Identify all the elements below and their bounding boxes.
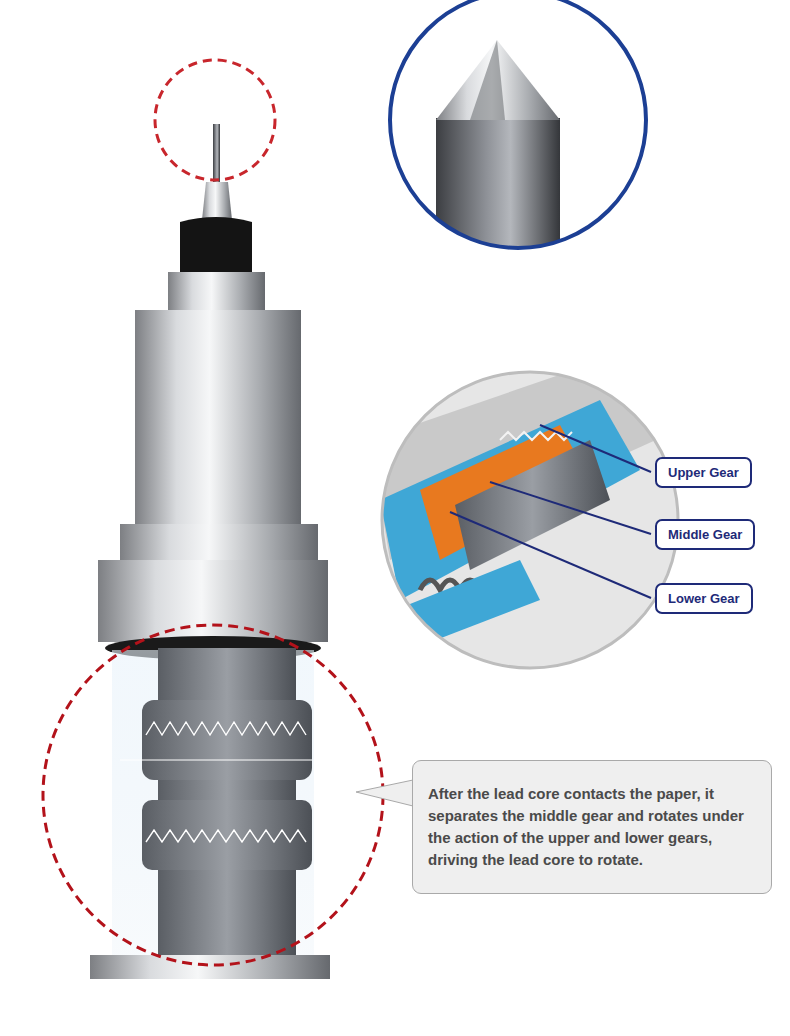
leader-line — [450, 512, 651, 598]
gear-cylinder — [455, 440, 610, 570]
sleeve — [202, 182, 232, 220]
part-name: Middle Gear — [668, 527, 742, 542]
part-name: Upper Gear — [668, 465, 739, 480]
body-section — [120, 524, 318, 562]
gear-sleeve — [142, 700, 312, 780]
gear-label-box: Middle Gear — [655, 519, 755, 550]
upper-gear-teeth — [146, 722, 306, 735]
gear-inset — [370, 330, 700, 668]
leader-line — [540, 425, 651, 472]
lead — [213, 124, 220, 182]
lead-cone — [436, 40, 560, 120]
lower-gear-teeth — [146, 830, 306, 842]
bubble-tail — [356, 780, 413, 806]
tip-inset — [390, 0, 646, 258]
highlight-circle — [155, 60, 275, 180]
inset-border — [390, 0, 646, 248]
inset-border — [382, 372, 678, 668]
base-plate — [90, 955, 330, 979]
gear-sleeve — [142, 800, 312, 870]
gear-label-box: Upper Gear — [655, 457, 752, 488]
body-section — [135, 310, 301, 526]
lead-magnified — [436, 118, 560, 258]
leader-lines — [450, 425, 651, 598]
lead-shade — [470, 40, 505, 120]
gear-line — [120, 760, 312, 761]
part-name: Lower Gear — [668, 591, 740, 606]
collar — [98, 560, 328, 642]
highlight-circle — [43, 625, 383, 965]
gear-label-box: Lower Gear — [655, 583, 753, 614]
leader-line — [490, 482, 651, 534]
grip-cone — [180, 217, 252, 272]
speech-bubble: After the lead core contacts the paper, … — [412, 760, 772, 894]
callout-text: After the lead core contacts the paper, … — [428, 783, 757, 871]
body-section — [168, 272, 265, 312]
blue-part — [395, 560, 540, 650]
pencil-body — [43, 60, 383, 979]
